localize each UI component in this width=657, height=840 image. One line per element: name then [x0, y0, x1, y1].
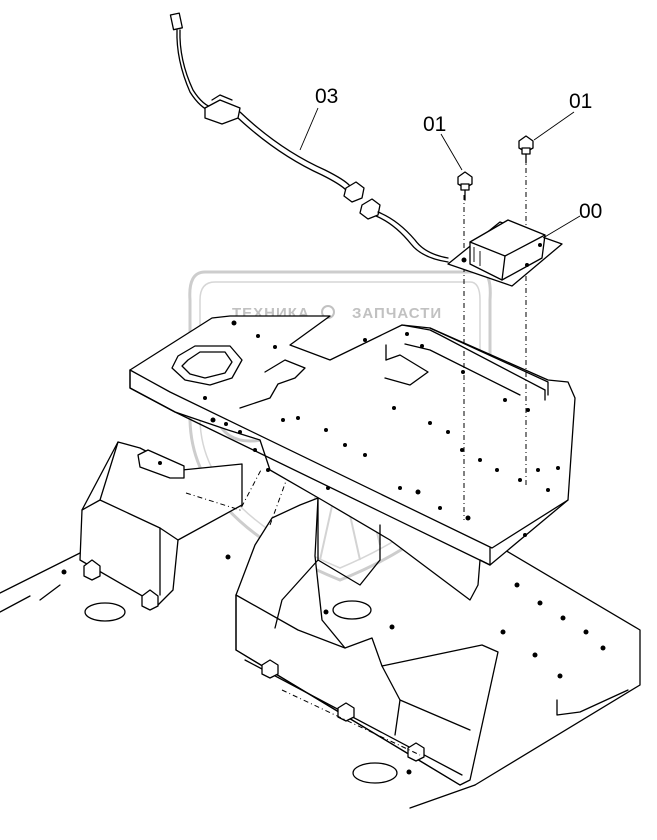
floor-plate	[0, 539, 641, 809]
left-cover-bracket	[79, 441, 263, 611]
bolt-right	[518, 135, 534, 164]
wire-harness	[169, 12, 449, 263]
watermark-right-text: ЗАПЧАСТИ	[352, 305, 442, 322]
callout-01-left: 01	[423, 113, 446, 136]
callout-00: 00	[579, 200, 602, 223]
plate-holes	[203, 320, 560, 537]
callout-01-right: 01	[569, 90, 592, 113]
leader-lines	[299, 107, 581, 239]
callout-03: 03	[315, 85, 338, 108]
control-box	[447, 219, 563, 287]
callouts: 03 01 01 00	[315, 85, 602, 223]
bolt-left	[457, 171, 473, 201]
center-cover	[235, 444, 499, 786]
mounting-axes	[463, 156, 527, 520]
